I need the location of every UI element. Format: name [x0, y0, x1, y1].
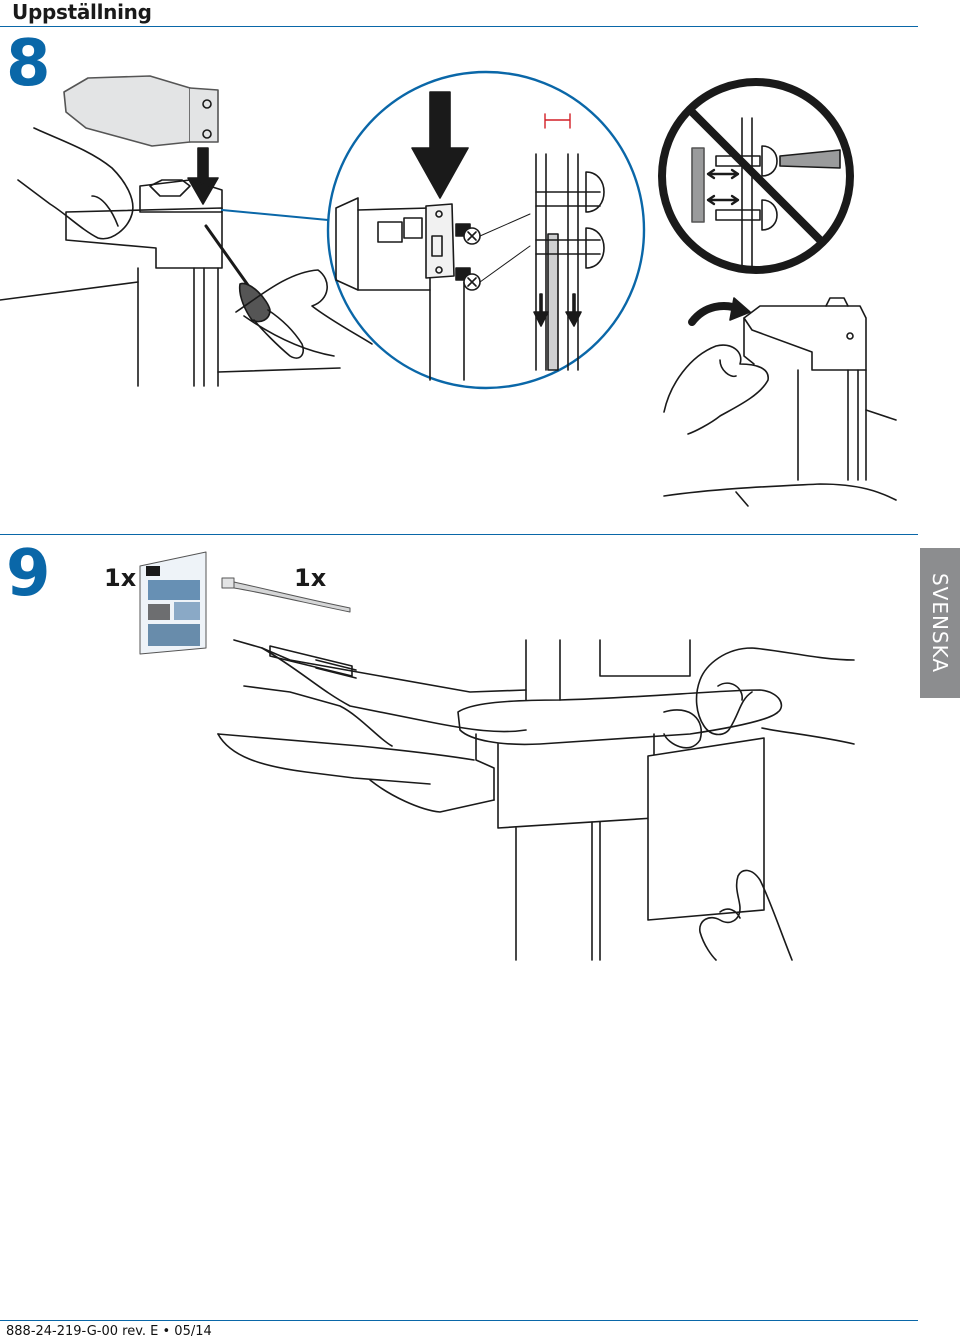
footer-rule: [0, 1320, 918, 1321]
language-tab: SVENSKA: [920, 548, 960, 698]
step-8-prohibited-icon: [658, 78, 854, 274]
cable-tie-icon: [221, 577, 351, 613]
page-title: Uppställning: [12, 0, 152, 24]
step-8-detail-circle: [326, 70, 646, 390]
step-9-number: 9: [6, 537, 51, 611]
cable-tie-qty: 1x: [294, 564, 327, 592]
step-8-arm-illustration: [0, 75, 373, 387]
instruction-sheet-qty: 1x: [104, 564, 137, 592]
language-tab-label: SVENSKA: [928, 572, 952, 674]
step-8-number: 8: [6, 27, 51, 101]
document-number: 888-24-219-G-00 rev. E • 05/14: [6, 1324, 212, 1339]
step-9-illustration: [217, 639, 855, 961]
header-rule: [0, 26, 918, 27]
step-8-arm-swing-illustration: [663, 297, 897, 507]
step-9-rule: [0, 534, 918, 535]
instruction-sheet-icon: [139, 551, 207, 655]
